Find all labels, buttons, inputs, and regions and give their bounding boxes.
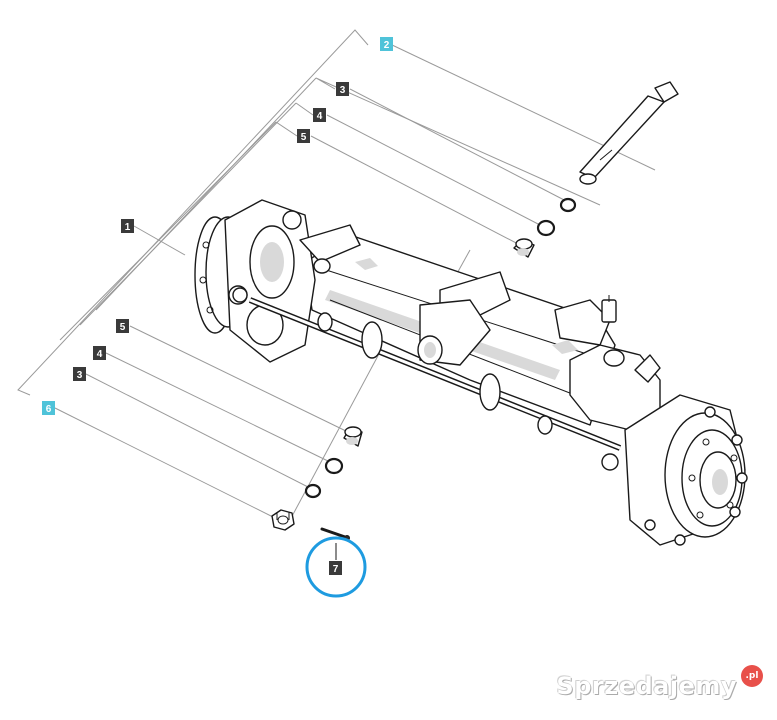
bushing-upper-5: [513, 238, 535, 258]
callout-7: 7: [329, 543, 342, 575]
leader-diag-b: [79, 102, 297, 326]
leader-4-top-line: [326, 114, 541, 226]
leader-5-bottom-line: [129, 325, 349, 433]
o-ring-lower-3: [304, 483, 322, 499]
highlight-ring-7: [305, 536, 367, 598]
leader-6-line: [54, 407, 276, 519]
leader-5-top-line: [310, 135, 521, 246]
callout-4-bottom-label: 4: [97, 349, 103, 360]
kingpin-upper: [579, 81, 679, 185]
right-knuckle: [554, 295, 661, 431]
leader-diag-c: [95, 77, 317, 311]
callout-2-label: 2: [384, 40, 390, 51]
tie-rod: [232, 287, 622, 471]
leader-3-top-line: [349, 88, 569, 203]
watermark: Sprzedajemy .pl: [556, 665, 763, 700]
leader-5-top: [275, 121, 298, 137]
callout-6-label: 6: [46, 404, 52, 415]
callout-4-top: 4: [313, 108, 326, 122]
callout-6: 6: [42, 401, 55, 415]
leader-4-top: [295, 102, 314, 116]
leader-2: [17, 29, 369, 396]
callout-4-top-label: 4: [317, 111, 323, 122]
callout-4-bottom: 4: [93, 346, 106, 360]
leader-1-line: [133, 225, 186, 256]
left-hub: [194, 199, 316, 363]
callout-5-bottom: 5: [116, 319, 129, 333]
callout-2: 2: [380, 37, 393, 51]
callout-1: 1: [121, 219, 134, 233]
bushing-lower-5: [343, 426, 363, 447]
axle-assembly-1: [194, 199, 748, 546]
callout-7-label: 7: [333, 564, 339, 575]
callout-5-top-label: 5: [301, 132, 307, 143]
right-hub: [624, 394, 748, 546]
o-ring-upper-4: [536, 219, 556, 237]
castle-nut-6: [271, 509, 295, 531]
callout-5-bottom-label: 5: [120, 322, 126, 333]
watermark-text: Sprzedajemy: [556, 672, 737, 700]
callout-3-top: 3: [336, 82, 349, 96]
watermark-badge: .pl: [741, 665, 763, 687]
callout-3-bottom: 3: [73, 367, 86, 381]
leader-3-bottom-line: [85, 373, 311, 489]
callout-1-label: 1: [125, 222, 131, 233]
watermark-badge-text: .pl: [745, 671, 759, 681]
leader-3-top: [315, 77, 601, 206]
leader-axis-left: [289, 351, 381, 521]
callout-2-box: [380, 37, 393, 51]
callout-3-bottom-label: 3: [77, 370, 83, 381]
callout-5-top: 5: [297, 129, 310, 143]
o-ring-upper-3: [559, 197, 577, 213]
leader-4-bottom-line: [105, 352, 331, 463]
callout-3-top-label: 3: [340, 85, 346, 96]
o-ring-lower-4: [324, 457, 344, 475]
